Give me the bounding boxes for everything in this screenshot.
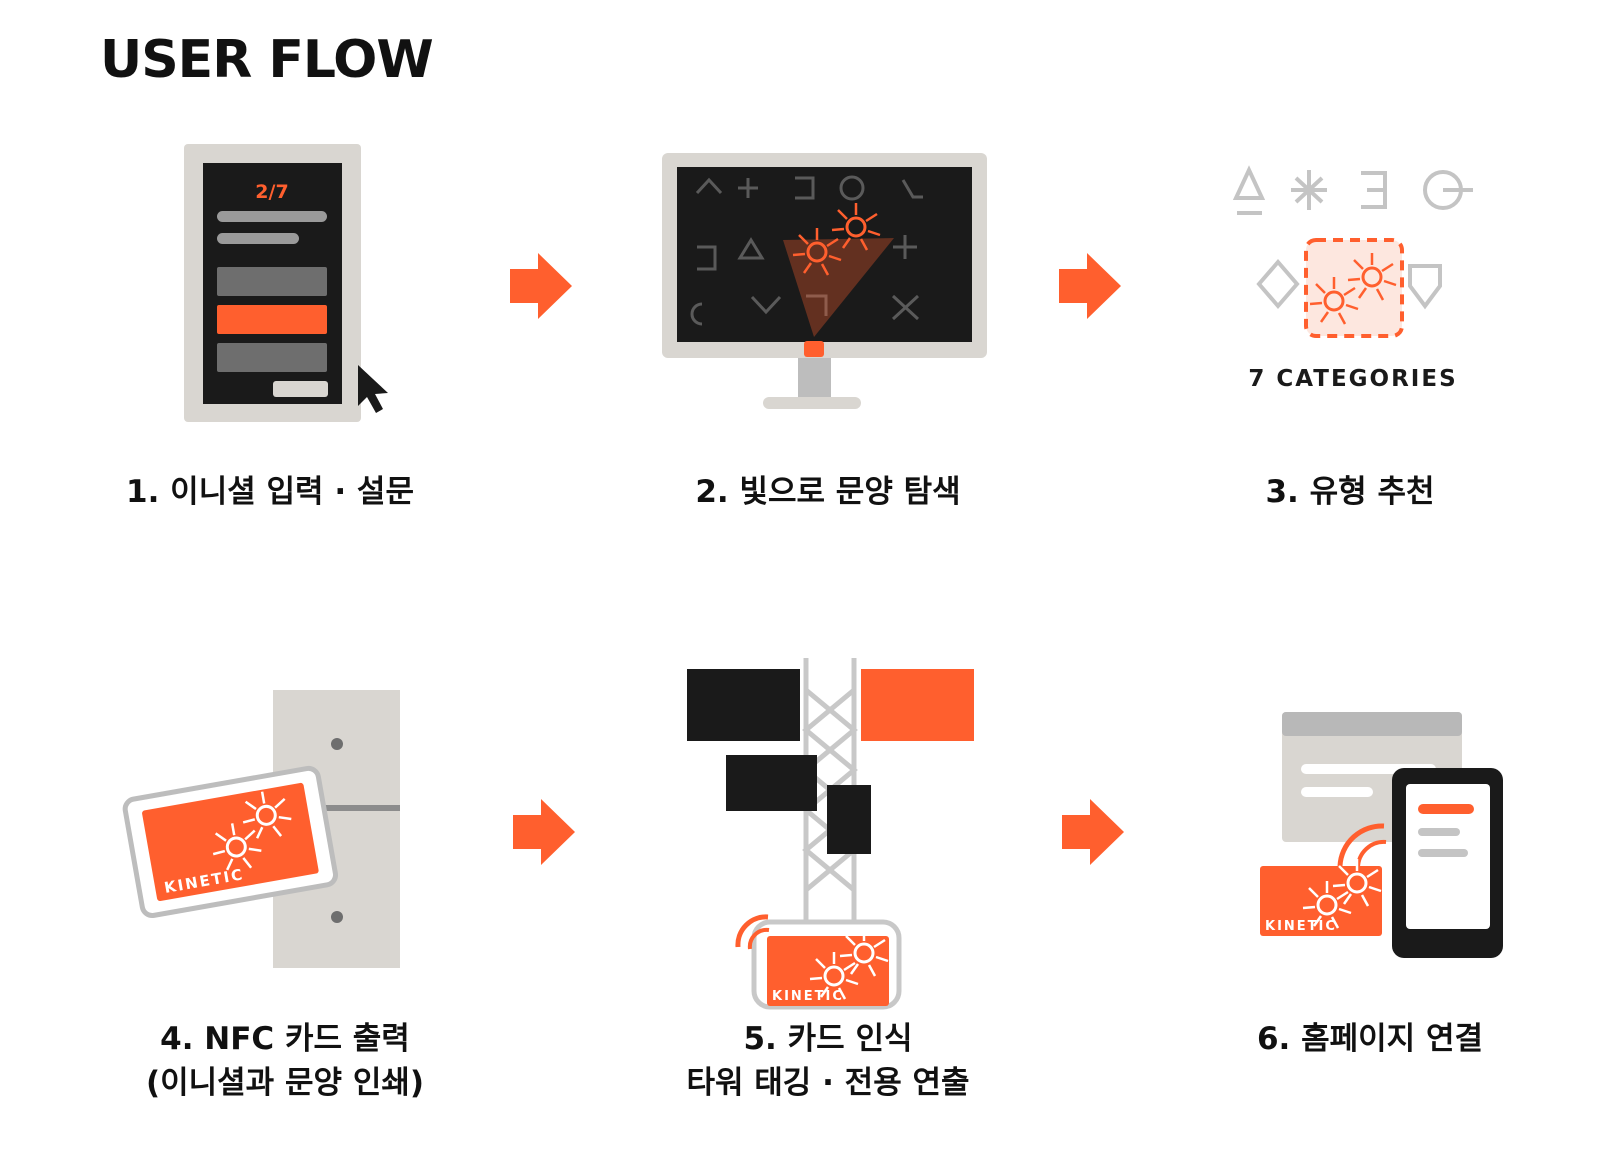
kiosk-illustration: 2/7 [184,144,388,422]
page-title: USER FLOW [100,30,434,90]
category-illustration: 7 CATEGORIES [1232,165,1473,392]
categories-caption: 7 CATEGORIES [1248,366,1457,392]
tower-illustration: KINETIC [687,658,974,1010]
kiosk-page-indicator: 2/7 [255,181,288,203]
step-6-label: 6. 홈페이지 연결 [1256,1021,1484,1057]
step-5-label-line-1: 5. 카드 인식 [743,1021,913,1057]
printer-illustration: KINETIC [122,690,400,968]
monitor-symbols [690,175,923,326]
homepage-illustration: KINETIC [1260,712,1503,958]
mouse-cursor-icon [358,365,388,413]
step-1-label: 1. 이니셜 입력 · 설문 [126,474,414,510]
arrow-right-icon [1059,253,1121,319]
step-2-label: 2. 빛으로 문양 탐색 [695,474,961,510]
step-5-label-line-2: 타워 태깅 · 전용 연출 [686,1065,970,1101]
arrow-right-icon [513,799,575,865]
arrow-right-icon [510,253,572,319]
category-symbols [1232,165,1473,310]
step-4-label-line-2: (이니셜과 문양 인쇄) [145,1065,425,1101]
arrow-right-icon [1062,799,1124,865]
step-5-label: 5. 카드 인식 타워 태깅 · 전용 연출 [668,1017,988,1105]
card-brand-text: KINETIC [772,989,844,1004]
step-3-label: 3. 유형 추천 [1265,474,1435,510]
step-4-label-line-1: 4. NFC 카드 출력 [160,1021,410,1057]
step-4-label: 4. NFC 카드 출력 (이니셜과 문양 인쇄) [120,1017,450,1105]
monitor-illustration [662,153,987,409]
printed-card: KINETIC [122,765,339,919]
card-brand-text: KINETIC [1265,919,1337,934]
